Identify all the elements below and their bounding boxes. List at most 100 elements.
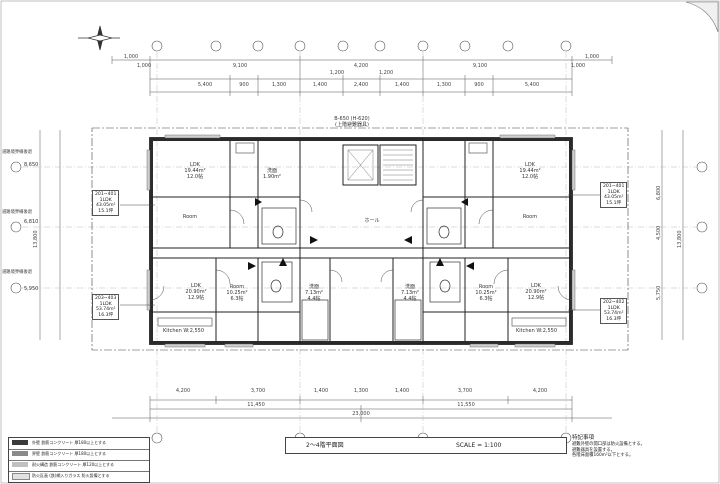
room-name: 洗面	[308, 284, 320, 290]
legend-swatch	[12, 440, 28, 445]
room-name: 洗面	[404, 284, 416, 290]
dim-top-outer-5: 1,000	[570, 63, 586, 69]
room-area: 20.90m²	[185, 289, 207, 295]
unit-area: 43.05m²	[603, 195, 624, 200]
dim-right-2: 4,500	[656, 225, 662, 240]
room-top-left-bedroom: Room	[183, 214, 197, 220]
dim-top-inner-9: 900	[474, 82, 484, 88]
setback-note-2: 道路境界線後退	[2, 270, 33, 275]
dim-bottom-inner-6: 4,200	[532, 388, 548, 394]
room-area: 7.13m²	[304, 290, 324, 296]
kitchen-label-right: Kitchen W:2,550	[516, 328, 558, 334]
legend-swatch	[12, 473, 30, 480]
dim-bottom-total: 23,000	[352, 411, 370, 417]
room-ldk-bottom-right: LDK 20.90m² 12.9帖	[525, 283, 546, 301]
room-name: Room	[229, 284, 245, 290]
dim-bottom-inner-1: 3,700	[250, 388, 266, 394]
dim-top-outer-6: 1,000	[584, 54, 600, 60]
dim-bottom-inner-0: 4,200	[175, 388, 191, 394]
setback-note-0: 道路境界線後退	[2, 150, 33, 155]
legend-text: 耐火構造 鉄筋コンクリート 厚120以上とする	[32, 462, 115, 467]
note-line: 避難器具を設置する。	[572, 447, 615, 453]
dim-top-inner-4: 1,200	[329, 70, 345, 76]
dim-left-1: 8,650	[24, 162, 39, 168]
dim-right-3: 5,750	[656, 285, 662, 300]
special-notes: 特記事項 避難外壁の開口部は防火設備とする。 避難器具を設置する。 各階床面積1…	[572, 435, 712, 475]
room-jou: 6.3帖	[479, 296, 493, 302]
legend-swatch	[12, 451, 28, 456]
legend-row: 防火区画 (鉄)網入りガラス 防火設備とする	[9, 471, 149, 482]
unit-id: 202~402	[603, 300, 625, 305]
room-name: LDK	[525, 162, 535, 168]
unit-id: 201~401	[603, 184, 625, 189]
dim-top-inner-8: 1,300	[436, 82, 452, 88]
dim-top-inner-5: 2,400	[353, 82, 369, 88]
dim-top-outer-4: 9,100	[472, 63, 488, 69]
room-area: 1.90m²	[262, 174, 282, 180]
dim-left-0: 13,800	[33, 230, 39, 249]
note-line: 避難外壁の開口部は防火設備とする。	[572, 442, 645, 447]
unit-area: 53.74m²	[603, 311, 624, 316]
dim-top-inner-10: 5,400	[524, 82, 540, 88]
legend-text: 外壁 鉄筋コンクリート 厚180以上とする	[32, 440, 107, 445]
room-jou: 12.9帖	[527, 295, 545, 301]
room-bedroom-bottom-left: Room 10.25m² 6.3帖	[226, 284, 247, 302]
legend-text: 界壁 鉄筋コンクリート 厚180以上とする	[32, 451, 107, 456]
north-compass-icon	[78, 25, 120, 51]
room-bedroom-bottom-right: Room 10.25m² 6.3帖	[475, 284, 496, 302]
room-area: 7.13m²	[400, 290, 420, 296]
unit-tsubo: 16.3坪	[98, 312, 114, 318]
dim-top-outer-2: 9,100	[232, 63, 248, 69]
dim-bottom-inner-5: 3,700	[457, 388, 473, 394]
room-wash-bottom-left: 洗面 7.13m² 4.4帖	[305, 284, 323, 302]
unit-box-201: 201~401 1LDK 43.05m² 15.1坪	[92, 190, 120, 216]
unit-id: 201~401	[95, 192, 117, 197]
unit-tsubo: 15.1坪	[98, 208, 114, 214]
room-jou: 4.4帖	[403, 296, 417, 302]
dim-bottom-inner-3: 1,300	[353, 388, 369, 394]
room-area: 19.44m²	[519, 168, 541, 174]
corridor-label: B-650 (H-620)	[334, 116, 370, 122]
dim-bottom-mid-0: 11,450	[247, 402, 265, 408]
legend-swatch	[12, 462, 28, 467]
unit-area: 53.74m²	[95, 307, 116, 312]
room-jou: 12.0帖	[186, 174, 204, 180]
room-name: LDK	[190, 162, 200, 168]
room-jou: 12.9帖	[187, 295, 205, 301]
dim-top-inner-6: 1,200	[378, 70, 394, 76]
unit-box-203: 203~403 1LDK 53.74m² 16.3坪	[92, 294, 120, 320]
dim-top-outer-0: 1,000	[123, 54, 139, 60]
unit-box-202: 201~401 1LDK 43.05m² 15.1坪	[600, 182, 628, 208]
unit-type: 1LDK	[99, 197, 112, 203]
notes-title: 特記事項	[572, 435, 595, 441]
legend-text: 防火区画 (鉄)網入りガラス 防火設備とする	[32, 473, 110, 478]
legend-row: 耐火構造 鉄筋コンクリート 厚120以上とする	[9, 460, 149, 472]
dim-bottom-mid-1: 11,550	[457, 402, 475, 408]
room-jou: 6.3帖	[230, 296, 244, 302]
room-name: Room	[478, 284, 494, 290]
hall-label: ホール	[364, 218, 380, 224]
dim-top-inner-0: 5,400	[197, 82, 213, 88]
wall-legend: 外壁 鉄筋コンクリート 厚180以上とする 界壁 鉄筋コンクリート 厚180以上…	[8, 437, 150, 483]
dim-left-3: 5,950	[24, 286, 39, 292]
dim-top-inner-3: 1,400	[312, 82, 328, 88]
room-name: 洗面	[266, 168, 278, 174]
room-area: 10.25m²	[226, 290, 248, 296]
legend-row: 界壁 鉄筋コンクリート 厚180以上とする	[9, 449, 149, 461]
room-ldk-top-left: LDK 19.44m² 12.0帖	[184, 162, 205, 180]
dim-top-outer-3: 4,200	[353, 63, 369, 69]
note-line: 各階床面積160m²以下とする。	[572, 453, 634, 459]
room-area: 10.25m²	[475, 290, 497, 296]
room-jou: 12.0帖	[521, 174, 539, 180]
drawing-scale: SCALE = 1:100	[456, 442, 502, 449]
room-name: LDK	[191, 283, 201, 289]
dim-bottom-inner-4: 1,400	[394, 388, 410, 394]
room-name: Room	[522, 214, 538, 220]
legend-row: 外壁 鉄筋コンクリート 厚180以上とする	[9, 438, 149, 450]
unit-type: 1LDK	[99, 301, 112, 307]
unit-box-204: 202~402 1LDK 53.74m² 16.3坪	[600, 298, 628, 324]
unit-id: 203~403	[95, 296, 117, 301]
room-name: LDK	[531, 283, 541, 289]
